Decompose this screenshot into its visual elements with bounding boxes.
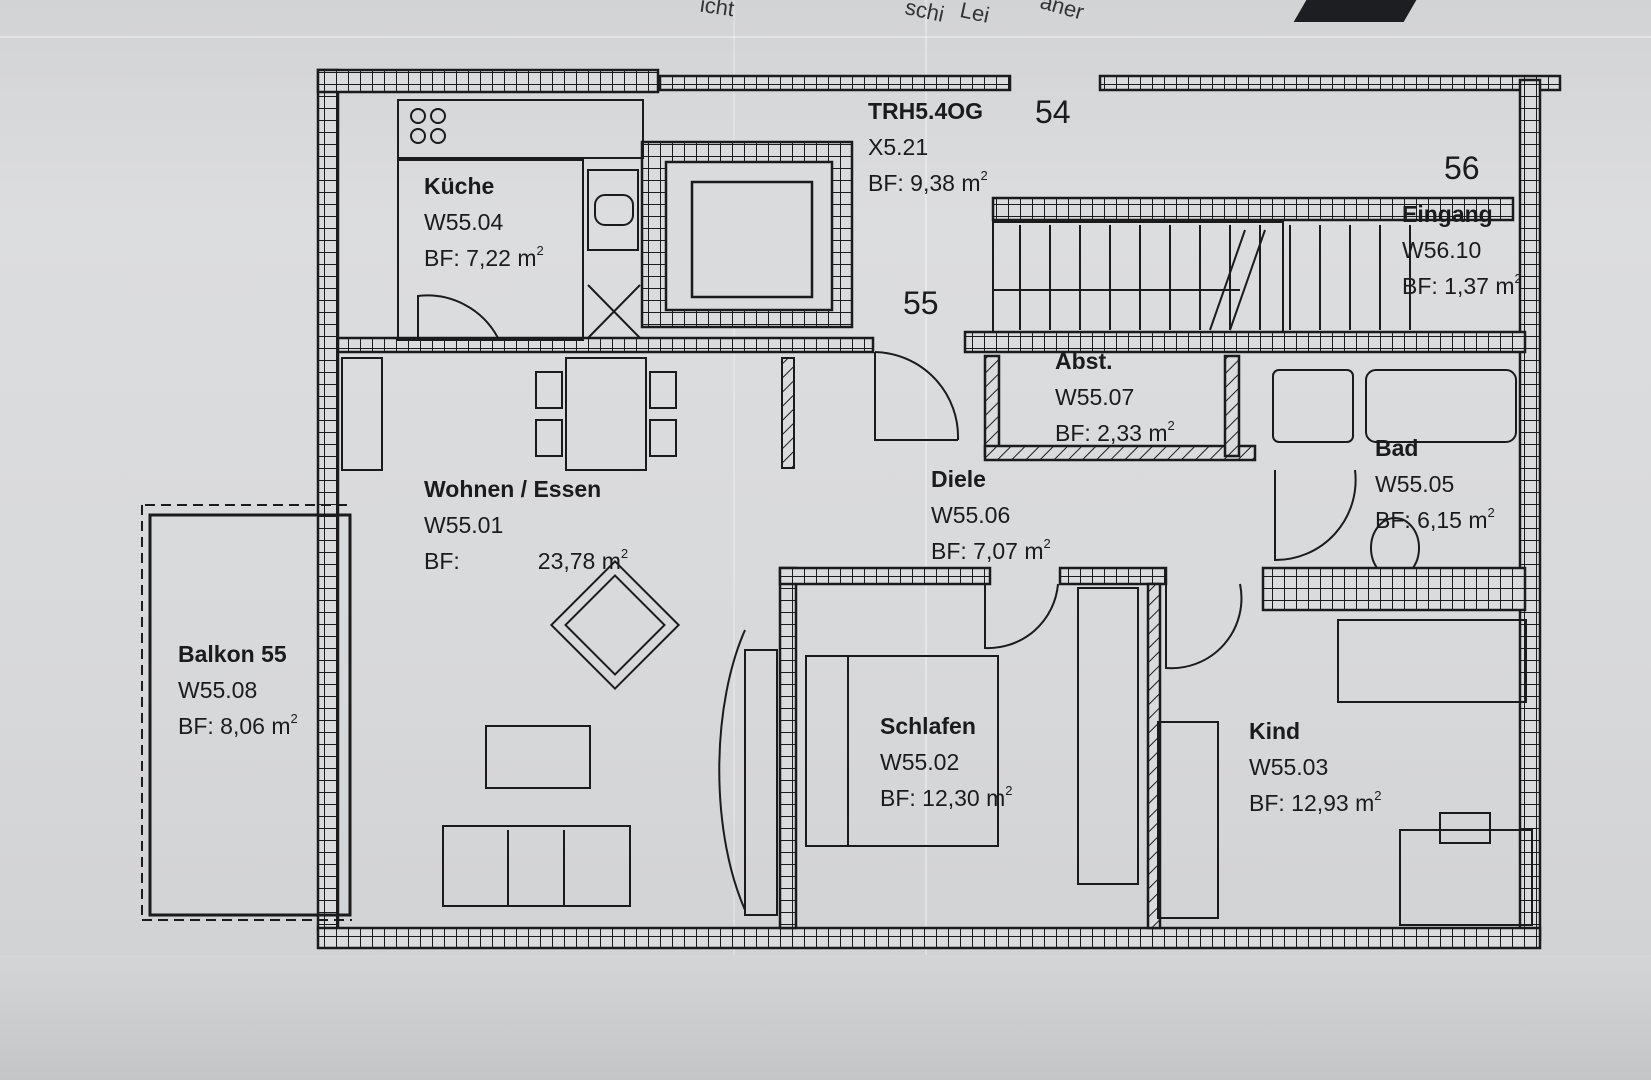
unit-marker: 55: [903, 285, 939, 321]
paper-fold: [733, 0, 735, 1080]
room-code: W55.01: [424, 512, 504, 538]
room-name: Küche: [424, 173, 495, 199]
room-label-abstellraum[interactable]: Abst. W55.07 BF: 2,33 m2: [1055, 350, 1175, 458]
room-name: TRH5.4OG: [868, 98, 984, 124]
room-area: BF: 2,33 m2: [1055, 418, 1175, 446]
room-code: W55.06: [931, 502, 1011, 528]
room-code: W55.08: [178, 677, 258, 703]
unit-marker: 54: [1035, 94, 1071, 130]
room-code: W55.04: [424, 209, 504, 235]
paper-fold: [0, 36, 1651, 38]
room-code: W55.03: [1249, 754, 1329, 780]
room-code: W55.05: [1375, 471, 1455, 497]
room-area: BF: 12,93 m2: [1249, 788, 1382, 816]
room-area: BF: 7,22 m2: [424, 243, 544, 271]
room-area: BF: 12,30 m2: [880, 783, 1013, 811]
room-area: BF: 7,07 m2: [931, 536, 1051, 564]
room-code: X5.21: [868, 134, 929, 160]
room-label-kueche[interactable]: Küche W55.04 BF: 7,22 m2: [424, 175, 544, 283]
room-code: W56.10: [1402, 237, 1482, 263]
room-name: Balkon 55: [178, 641, 287, 667]
room-name: Schlafen: [880, 713, 976, 739]
room-name: Wohnen / Essen: [424, 476, 602, 502]
room-label-eingang[interactable]: Eingang W56.10 BF: 1,37 m2: [1402, 203, 1522, 311]
room-label-kind[interactable]: Kind W55.03 BF: 12,93 m2: [1249, 720, 1382, 828]
room-area: BF: 9,38 m2: [868, 168, 988, 196]
room-label-diele[interactable]: Diele W55.06 BF: 7,07 m2: [931, 468, 1051, 576]
room-name: Diele: [931, 466, 986, 492]
room-label-schlafen[interactable]: Schlafen W55.02 BF: 12,30 m2: [880, 715, 1013, 823]
room-label-bad[interactable]: Bad W55.05 BF: 6,15 m2: [1375, 437, 1495, 545]
room-label-balkon[interactable]: Balkon 55 W55.08 BF: 8,06 m2: [178, 643, 298, 751]
room-code: W55.07: [1055, 384, 1135, 410]
unit-marker: 56: [1444, 150, 1480, 186]
room-label-stair-core[interactable]: TRH5.4OG X5.21 BF: 9,38 m2: [868, 100, 988, 208]
room-name: Kind: [1249, 718, 1301, 744]
room-area: BF: 1,37 m2: [1402, 271, 1522, 299]
paper-lower-edge: [0, 955, 1651, 1080]
room-label-wohnen-essen[interactable]: Wohnen / Essen W55.01 BF:23,78 m2: [424, 478, 628, 586]
paper-fold: [925, 0, 927, 1080]
room-area: BF: 6,15 m2: [1375, 505, 1495, 533]
room-area: BF:23,78 m2: [424, 546, 629, 574]
room-code: W55.02: [880, 749, 960, 775]
room-name: Bad: [1375, 435, 1419, 461]
room-name: Eingang: [1402, 201, 1493, 227]
room-area: BF: 8,06 m2: [178, 711, 298, 739]
room-name: Abst.: [1055, 348, 1113, 374]
